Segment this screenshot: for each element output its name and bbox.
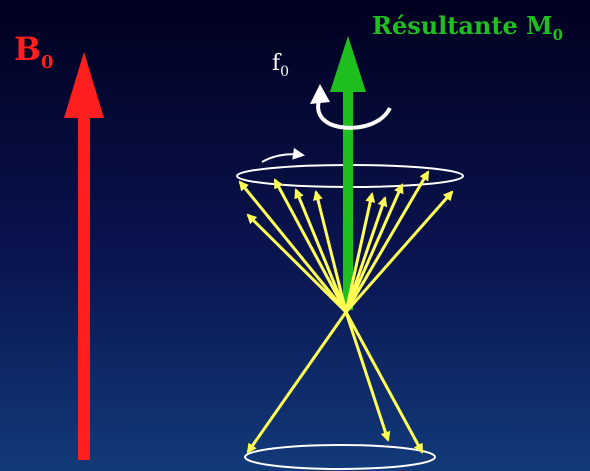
lower-cone-ellipse (245, 445, 435, 469)
b0-arrow (64, 52, 104, 460)
spin-vector (248, 312, 346, 452)
lower-spin-vectors (248, 312, 422, 452)
cone-direction-arrow-icon (262, 154, 302, 162)
spin-vector (275, 180, 346, 312)
spin-vector (346, 185, 402, 312)
f0-label: f0 (272, 51, 289, 80)
spin-vector (346, 172, 428, 312)
spin-vector (346, 192, 452, 312)
spin-vector (248, 215, 346, 312)
b0-label: B0 (14, 30, 54, 73)
resultant-label: Résultante M0 (372, 11, 563, 44)
